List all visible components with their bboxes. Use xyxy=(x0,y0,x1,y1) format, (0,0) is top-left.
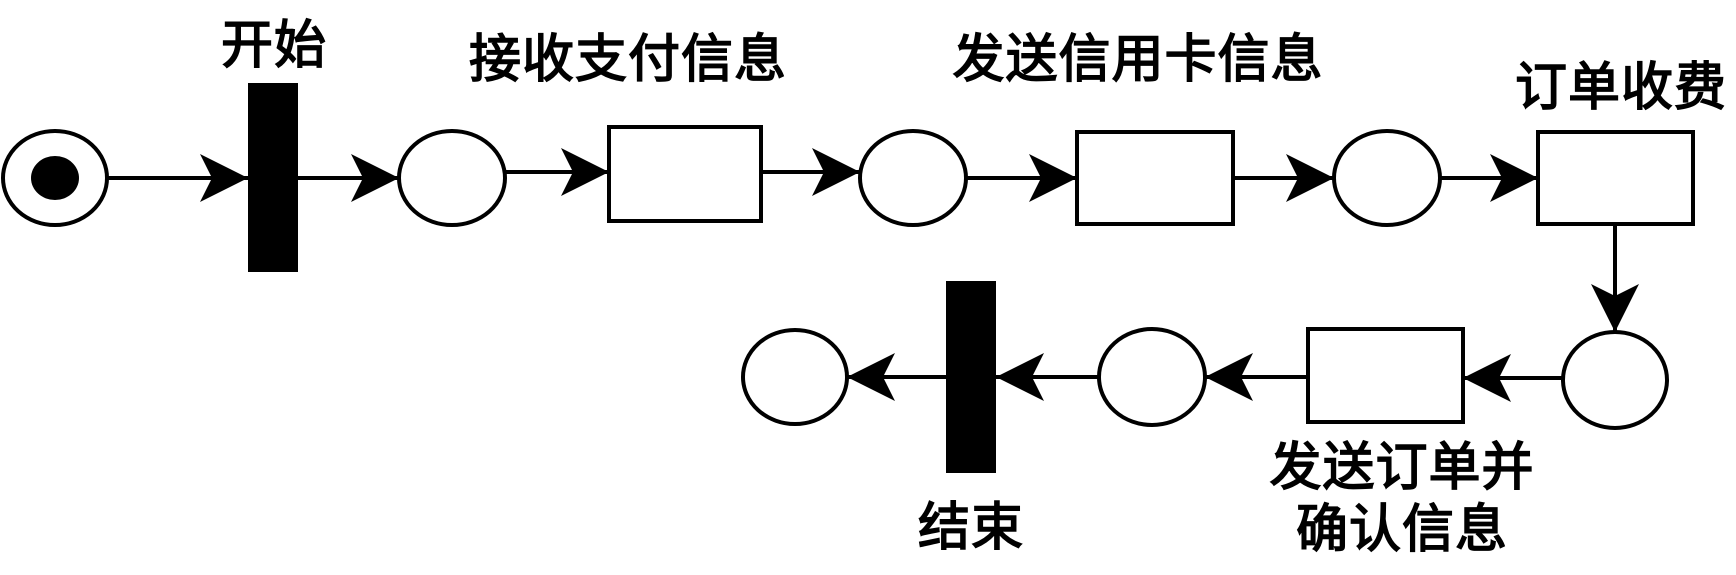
label-send-confirm-line1: 发送订单并 xyxy=(1269,437,1535,498)
transition-charge-order xyxy=(1536,130,1695,226)
transition-send-confirm xyxy=(1306,327,1465,424)
place-3 xyxy=(1332,129,1442,227)
place-5 xyxy=(1097,327,1207,427)
label-charge-order: 订单收费 xyxy=(1514,57,1728,118)
label-send-confirm-line2: 确认信息 xyxy=(1295,499,1509,560)
label-send-card: 发送信用卡信息 xyxy=(952,29,1324,90)
label-send-confirm: 发送订单并 确认信息 xyxy=(1269,437,1534,561)
start-transition-bar xyxy=(248,83,298,272)
place-4 xyxy=(1561,330,1669,430)
initial-place xyxy=(1,129,109,227)
place-1 xyxy=(397,129,507,227)
transition-send-card xyxy=(1075,130,1235,226)
label-receive-payment: 接收支付信息 xyxy=(468,29,788,90)
transition-receive-payment xyxy=(607,125,763,223)
place-2 xyxy=(858,129,968,227)
end-transition-bar xyxy=(946,281,996,473)
label-end: 结束 xyxy=(917,497,1025,558)
token-dot xyxy=(31,156,79,200)
final-place xyxy=(741,328,849,426)
label-start: 开始 xyxy=(220,15,328,76)
